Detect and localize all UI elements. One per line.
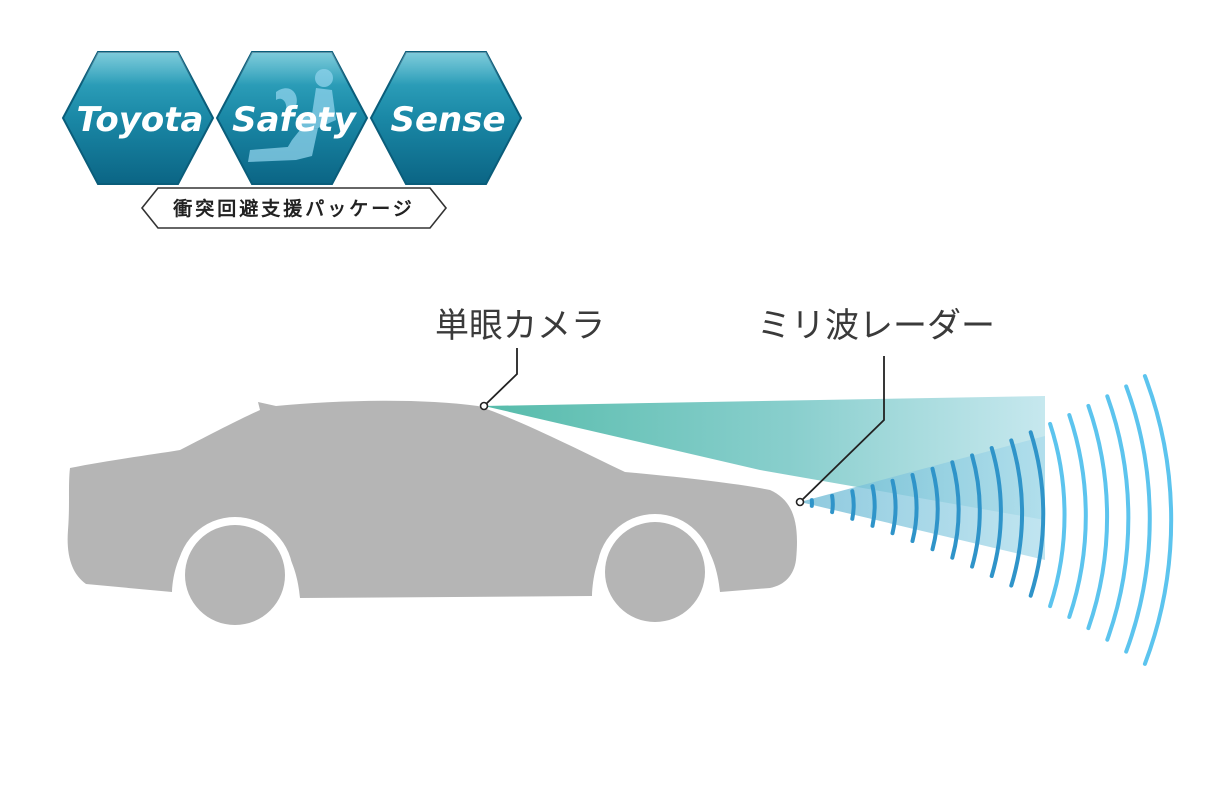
radar-wave-arc (910, 473, 919, 543)
logo-word-safety: Safety (232, 100, 358, 140)
logo-hexagon-safety: Safety (215, 51, 369, 185)
radar-wave-arc (989, 446, 1003, 578)
radar-wave-arc (1028, 430, 1046, 598)
radar-wave-arc (890, 478, 898, 536)
radar-wave-arc (930, 466, 940, 552)
logo-tagline: 衝突回避支援パッケージ (172, 197, 415, 220)
car-silhouette (67, 400, 797, 633)
logo-hexagon-toyota: Toyota (61, 51, 215, 185)
front-wheel (605, 522, 705, 622)
radar-callout: ミリ波レーダー (757, 306, 995, 507)
radar-wave-arc (850, 489, 856, 521)
radar-wave-arc (1142, 374, 1174, 666)
radar-wave-arc (1086, 403, 1110, 631)
radar-beam (800, 436, 1045, 560)
radar-label: ミリ波レーダー (757, 306, 995, 346)
camera-callout: 単眼カメラ (435, 306, 605, 411)
radar-wave-arc (1067, 413, 1088, 619)
logo-word-toyota: Toyota (77, 100, 204, 140)
camera-leader-line (483, 348, 518, 407)
radar-wave-arc (970, 453, 982, 569)
radar-wave-arc (1105, 394, 1131, 642)
logo-hexagon-sense: Sense (369, 51, 523, 185)
rear-wheel (185, 525, 285, 625)
camera-label: 単眼カメラ (435, 306, 605, 346)
radar-wave-arc (1124, 384, 1152, 654)
radar-marker (795, 497, 805, 507)
radar-wave-arc (830, 493, 835, 515)
camera-marker (479, 401, 489, 411)
radar-wave-arc (1048, 421, 1067, 609)
logo-tagline-banner: 衝突回避支援パッケージ (140, 187, 448, 229)
driver-seated-icon (248, 69, 336, 162)
radar-waves (809, 374, 1174, 666)
radar-leader-line (799, 356, 885, 503)
radar-wave-arc (1009, 438, 1025, 588)
radar-wave-arc (950, 460, 961, 560)
radar-wave-arc (870, 484, 877, 528)
toyota-safety-sense-logo: Toyota Safety Sense 衝突回避支援パッケージ (61, 51, 523, 229)
logo-word-sense: Sense (390, 100, 505, 140)
